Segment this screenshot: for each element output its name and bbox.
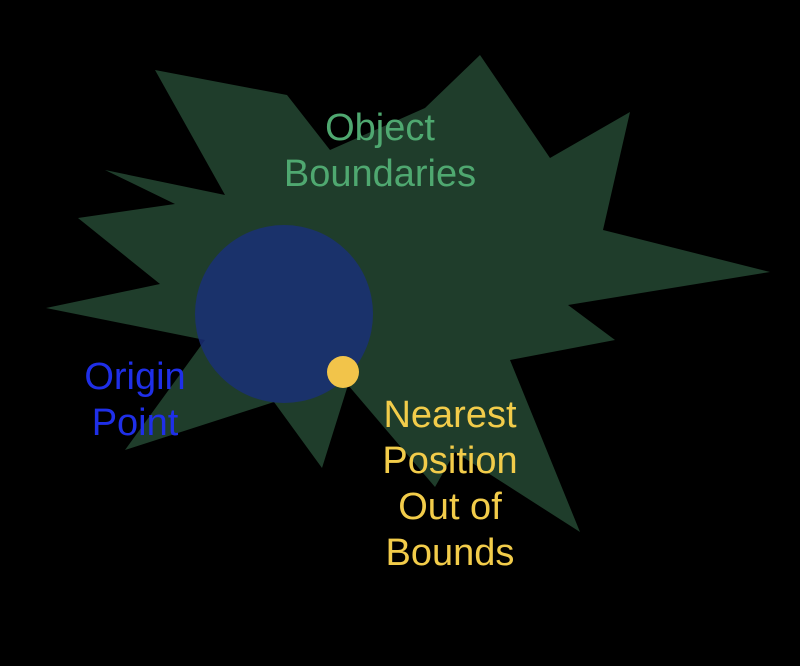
nearest-position-dot [327, 356, 359, 388]
origin-point-line2: Point [91, 402, 179, 444]
nearest-position-label: Nearest Position Out of Bounds [330, 392, 570, 576]
nearest-position-line2: Position [382, 440, 518, 482]
object-boundaries-line2: Boundaries [283, 153, 477, 195]
origin-point-circle [195, 225, 373, 403]
origin-point-line1: Origin [84, 356, 186, 398]
nearest-position-line4: Bounds [385, 532, 515, 574]
nearest-position-line3: Out of [398, 486, 502, 528]
object-boundaries-label: Object Boundaries [230, 105, 530, 197]
nearest-position-line1: Nearest [383, 394, 517, 436]
object-boundaries-line1: Object [325, 107, 435, 149]
object-boundaries-shape [46, 55, 770, 532]
origin-point-label: Origin Point [55, 354, 215, 446]
